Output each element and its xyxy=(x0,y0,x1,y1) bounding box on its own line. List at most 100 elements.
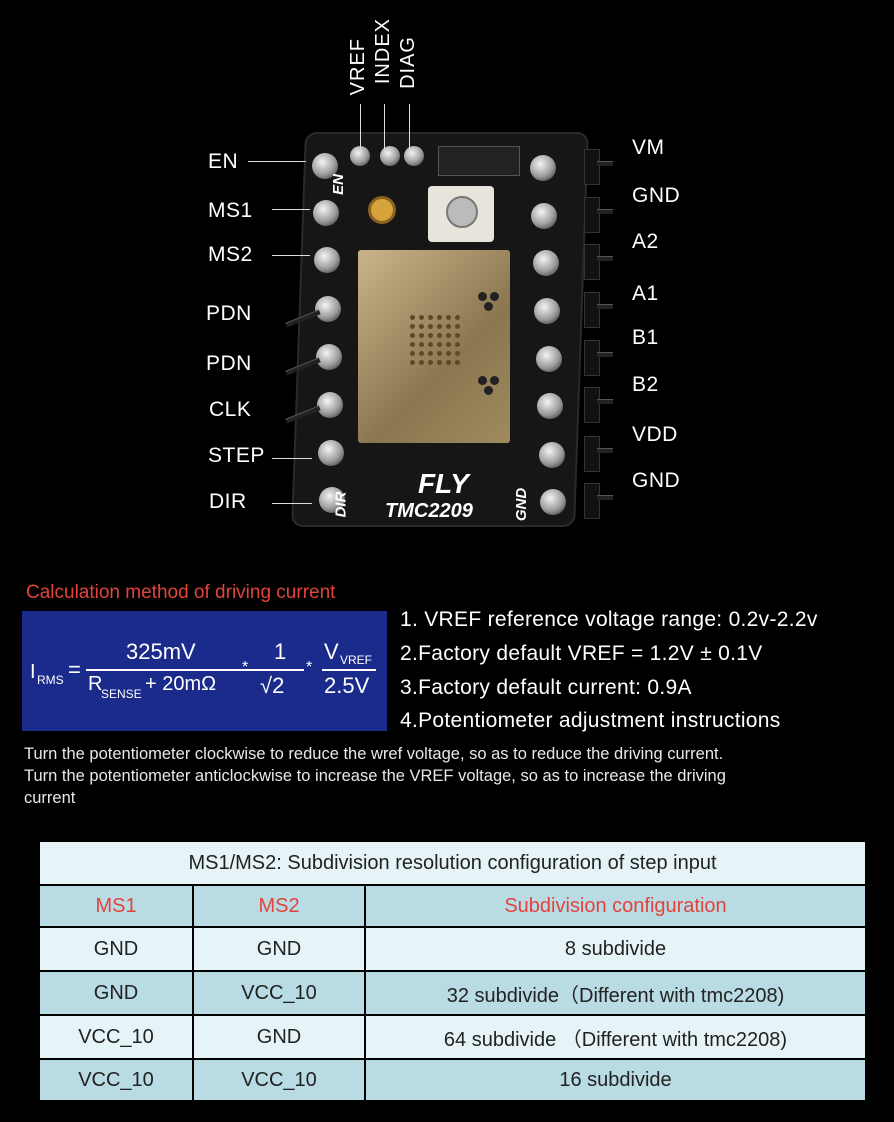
pin-label-pdn-2: PDN xyxy=(206,352,252,375)
cell-config: 16 subdivide xyxy=(364,1058,867,1102)
calc-item-4: 4.Potentiometer adjustment instructions xyxy=(400,709,781,732)
thermal-via xyxy=(484,386,493,395)
calc-item-2: 2.Factory default VREF = 1.2V ± 0.1V xyxy=(400,642,763,665)
pin-label-en: EN xyxy=(208,150,239,173)
right-header-pin xyxy=(597,304,613,309)
model-label: TMC2209 xyxy=(385,500,473,522)
thermal-via xyxy=(446,315,451,320)
thermal-via xyxy=(428,324,433,329)
thermal-via xyxy=(419,342,424,347)
thermal-via xyxy=(455,342,460,347)
thermal-via xyxy=(437,342,442,347)
pin-label-gnd-1: GND xyxy=(632,184,681,207)
formula-r: R xyxy=(88,673,103,695)
fraction-bar-1 xyxy=(86,669,258,671)
thermal-via xyxy=(455,324,460,329)
thermal-via xyxy=(455,360,460,365)
header-ms2: MS2 xyxy=(192,884,366,928)
right-header-pin xyxy=(597,448,613,453)
desc-line-1: Turn the potentiometer clockwise to redu… xyxy=(24,745,724,763)
leader-dir xyxy=(272,503,312,504)
thermal-via xyxy=(419,351,424,356)
right-header-block xyxy=(584,292,600,328)
pin-label-pdn-1: PDN xyxy=(206,302,252,325)
cell-config: 64 subdivide （Different with tmc2208) xyxy=(364,1014,867,1060)
leader-vref xyxy=(360,104,361,154)
thermal-via xyxy=(419,324,424,329)
right-header-pin xyxy=(597,399,613,404)
thermal-via xyxy=(455,333,460,338)
header-ms1: MS1 xyxy=(38,884,194,928)
leader-en xyxy=(248,161,306,162)
leader-diag xyxy=(409,104,410,154)
thermal-via xyxy=(437,351,442,356)
thermal-via xyxy=(455,351,460,356)
right-header-pin xyxy=(597,209,613,214)
formula-box: I RMS = 325mV R SENSE + 20mΩ * 1 √2 * V … xyxy=(22,611,387,731)
thermal-via xyxy=(446,351,451,356)
right-pin-solder xyxy=(532,250,559,276)
leader-step xyxy=(272,458,312,459)
leader-index xyxy=(384,104,385,154)
formula-i-sub: RMS xyxy=(37,673,64,687)
top-pin-solder xyxy=(404,146,424,166)
pin-label-ms2: MS2 xyxy=(208,243,253,266)
right-pin-solder xyxy=(531,203,558,229)
thermal-via xyxy=(490,376,499,385)
thermal-via xyxy=(410,333,415,338)
calc-item-1: 1. VREF reference voltage range: 0.2v-2.… xyxy=(400,608,818,631)
right-pin-solder xyxy=(540,489,567,515)
pin-label-a2: A2 xyxy=(632,230,659,253)
formula-denominator-rest: + 20mΩ xyxy=(145,673,217,695)
thermal-via xyxy=(437,360,442,365)
thermal-via xyxy=(437,315,442,320)
formula-v: V xyxy=(324,639,339,664)
right-header-block xyxy=(584,387,600,423)
thermal-via xyxy=(419,333,424,338)
formula-star-1: * xyxy=(242,659,249,676)
right-pin-solder xyxy=(530,155,556,181)
silk-gnd: GND xyxy=(513,487,531,522)
cell-ms2: VCC_10 xyxy=(192,970,366,1016)
pin-label-dir: DIR xyxy=(209,490,247,513)
pin-label-b1: B1 xyxy=(632,326,659,349)
thermal-via xyxy=(446,360,451,365)
thermal-via xyxy=(419,360,424,365)
table-row: GND VCC_10 32 subdivide（Different with t… xyxy=(38,970,867,1016)
potentiometer-knob xyxy=(446,196,478,228)
table-row: VCC_10 VCC_10 16 subdivide xyxy=(38,1058,867,1102)
thermal-via xyxy=(410,342,415,347)
formula-equals: = xyxy=(68,657,81,682)
thermal-via xyxy=(428,333,433,338)
thermal-via xyxy=(478,376,487,385)
left-pin-solder xyxy=(316,392,343,418)
right-header-block xyxy=(584,244,600,280)
calc-item-3: 3.Factory default current: 0.9A xyxy=(400,676,692,699)
top-pin-solder xyxy=(380,146,400,166)
right-header-block xyxy=(584,436,600,472)
thermal-via xyxy=(455,315,460,320)
heatsink-pad xyxy=(358,250,510,443)
right-header-pin xyxy=(597,256,613,261)
right-pin-solder xyxy=(534,298,561,324)
pin-label-index: INDEX xyxy=(372,18,394,85)
pin-label-vref: VREF xyxy=(347,38,369,96)
thermal-via xyxy=(437,324,442,329)
right-header-block xyxy=(584,149,600,185)
right-header-block xyxy=(584,483,600,519)
leader-ms2 xyxy=(272,255,310,256)
table-row: GND GND 8 subdivide xyxy=(38,926,867,972)
formula-r-sub: SENSE xyxy=(101,687,142,701)
cell-ms1: VCC_10 xyxy=(38,1058,194,1102)
pin-label-b2: B2 xyxy=(632,373,659,396)
cell-ms2: VCC_10 xyxy=(192,1058,366,1102)
fraction-bar-3 xyxy=(322,669,376,671)
table-header-row: MS1 MS2 Subdivision configuration xyxy=(38,884,867,928)
thermal-via xyxy=(419,315,424,320)
thermal-via xyxy=(410,360,415,365)
pin-label-vdd: VDD xyxy=(632,423,678,446)
pin-label-a1: A1 xyxy=(632,282,659,305)
top-pin-solder xyxy=(350,146,370,166)
thermal-via xyxy=(428,351,433,356)
right-pin-solder xyxy=(535,346,562,372)
